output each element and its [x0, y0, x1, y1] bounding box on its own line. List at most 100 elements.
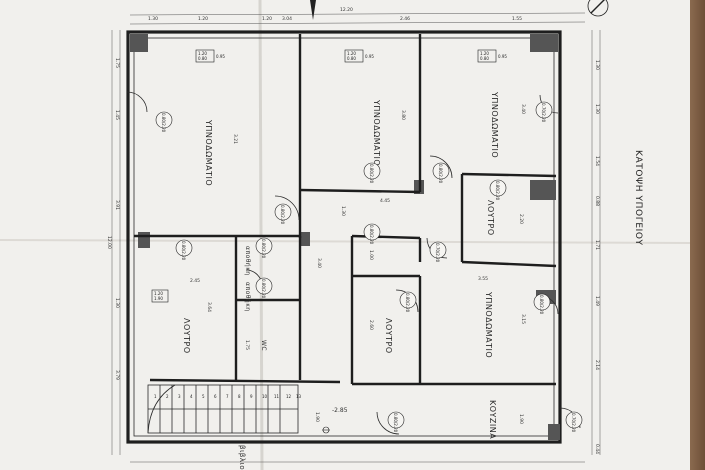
top-dimensions: 1.20 1.20 2.46 1.55 12.20 3.04 1.30: [148, 7, 522, 22]
level-mark: -2.85: [322, 407, 348, 434]
svg-text:0.80/2.20: 0.80/2.20: [539, 295, 544, 315]
svg-text:3.79: 3.79: [114, 370, 120, 380]
svg-text:3.15: 3.15: [520, 314, 526, 324]
window-tags: 1.20 0.80 0.95 1.20 0.80 0.95 1.20 0.80 …: [151, 49, 507, 303]
svg-text:1.20: 1.20: [262, 16, 272, 22]
svg-text:0.70/2.20: 0.70/2.20: [571, 413, 576, 433]
svg-text:1.90: 1.90: [518, 414, 524, 424]
svg-text:0.80/2.20: 0.80/2.20: [181, 241, 186, 261]
fold-line: [0, 239, 691, 244]
room-label: ΚΟΥΖΙΝΑ: [488, 400, 497, 439]
window-tag: 1.20 0.80 0.95: [344, 49, 374, 63]
svg-text:2: 2: [166, 394, 169, 399]
svg-text:1.90: 1.90: [154, 296, 163, 301]
svg-text:1.54: 1.54: [594, 156, 600, 166]
room-label: ΥΠΝΟΔΩΜΑΤΙΟ: [372, 99, 381, 166]
svg-text:0.95: 0.95: [216, 54, 225, 59]
door-tags: 0.80/2.20 0.80/2.20 0.80/2.20 0.80/2.20 …: [155, 101, 583, 433]
window-tag: 1.20 0.80 0.95: [477, 49, 507, 63]
svg-text:2.14: 2.14: [594, 360, 600, 370]
svg-text:0.80/2.20: 0.80/2.20: [405, 293, 410, 313]
svg-text:1.30: 1.30: [340, 206, 346, 216]
svg-text:3.40: 3.40: [316, 258, 322, 268]
right-dimensions: 1.30 1.30 1.54 0.88 1.71 1.49 2.14 0.44: [594, 60, 600, 454]
svg-text:1.45: 1.45: [114, 110, 120, 120]
svg-text:3.55: 3.55: [478, 276, 488, 282]
room-label: αποθήκη: [244, 246, 251, 276]
room-label: ΥΠΝΟΔΩΜΑΤΙΟ: [490, 91, 499, 158]
svg-text:1.20: 1.20: [198, 16, 208, 22]
room-label: WC: [260, 340, 267, 351]
svg-text:1.75: 1.75: [244, 340, 250, 350]
svg-text:9: 9: [250, 394, 253, 399]
interior-walls: [134, 34, 557, 386]
svg-text:1.20: 1.20: [480, 51, 489, 56]
svg-text:0.80: 0.80: [347, 56, 356, 61]
left-dimensions: 1.75 1.45 3.91 12.00 1.30 3.79: [106, 58, 120, 380]
svg-text:0.80/2.20: 0.80/2.20: [495, 181, 500, 201]
svg-text:0.70/2.20: 0.70/2.20: [541, 103, 546, 123]
svg-text:12.00: 12.00: [106, 236, 112, 249]
svg-text:2.45: 2.45: [190, 278, 200, 284]
svg-text:3.04: 3.04: [282, 16, 292, 22]
svg-text:11: 11: [274, 394, 280, 399]
svg-text:1.49: 1.49: [594, 296, 600, 306]
svg-text:12.20: 12.20: [340, 7, 353, 13]
svg-text:0.80/2.20: 0.80/2.20: [369, 225, 374, 245]
svg-text:1.90: 1.90: [314, 412, 320, 422]
table-edge: [690, 0, 705, 470]
svg-text:8: 8: [238, 394, 241, 399]
plan-title: ΚΑΤΟΨΗ ΥΠΟΓΕΙΟΥ: [633, 150, 643, 246]
svg-text:0.80/2.20: 0.80/2.20: [161, 113, 166, 133]
svg-text:0.44: 0.44: [594, 444, 600, 454]
svg-text:2.20: 2.20: [518, 214, 524, 224]
svg-text:0.80: 0.80: [480, 56, 489, 61]
svg-text:0.80/2.20: 0.80/2.20: [393, 413, 398, 433]
svg-text:1.55: 1.55: [512, 16, 522, 22]
svg-text:4.45: 4.45: [380, 198, 390, 204]
svg-text:1.30: 1.30: [594, 104, 600, 114]
svg-text:0.80/2.20: 0.80/2.20: [261, 239, 266, 259]
svg-text:7: 7: [226, 394, 229, 399]
svg-text:4: 4: [190, 394, 193, 399]
svg-text:0.95: 0.95: [498, 54, 507, 59]
svg-text:0.80/2.20: 0.80/2.20: [261, 279, 266, 299]
svg-text:3.64: 3.64: [206, 302, 212, 312]
window-tag: 1.20 1.90: [151, 289, 169, 303]
svg-text:3.21: 3.21: [232, 134, 238, 144]
room-label: βιβλιοθήκη: [238, 445, 246, 470]
svg-text:0.95: 0.95: [365, 54, 374, 59]
stair-numbers: 1 2 3 4 5 6 7 8 9 10 11 12 13: [154, 394, 302, 399]
room-label: ΛΟΥΤΡΟ: [486, 200, 495, 236]
room-labels: ΥΠΝΟΔΩΜΑΤΙΟ ΥΠΝΟΔΩΜΑΤΙΟ ΥΠΝΟΔΩΜΑΤΙΟ ΥΠΝΟ…: [182, 91, 499, 470]
svg-text:13: 13: [296, 394, 302, 399]
svg-text:2.46: 2.46: [400, 16, 410, 22]
svg-text:0.80/2.20: 0.80/2.20: [438, 164, 443, 184]
floor-plan-sheet: [0, 0, 690, 470]
svg-text:0.80: 0.80: [198, 56, 207, 61]
svg-text:0.70/2.20: 0.70/2.20: [435, 243, 440, 263]
svg-text:1.71: 1.71: [594, 240, 600, 250]
svg-text:3.40: 3.40: [520, 104, 526, 114]
room-label: ΛΟΥΤΡΟ: [182, 318, 191, 354]
svg-text:1.30: 1.30: [148, 16, 158, 22]
svg-text:1.20: 1.20: [198, 51, 207, 56]
svg-text:0.80/2.20: 0.80/2.20: [280, 205, 285, 225]
dimension-lines: [111, 12, 601, 463]
svg-text:1.30: 1.30: [594, 60, 600, 70]
room-label: ΛΟΥΤΡΟ: [384, 318, 393, 354]
svg-text:0.88: 0.88: [594, 196, 600, 206]
svg-text:2.60: 2.60: [368, 320, 374, 330]
svg-text:1.75: 1.75: [114, 58, 120, 68]
svg-text:1.30: 1.30: [114, 298, 120, 308]
svg-text:10: 10: [262, 394, 268, 399]
svg-text:5: 5: [202, 394, 205, 399]
svg-text:6: 6: [214, 394, 217, 399]
svg-text:3.80: 3.80: [400, 110, 406, 120]
svg-text:12: 12: [286, 394, 292, 399]
svg-text:0.80/2.20: 0.80/2.20: [369, 164, 374, 184]
staircase: [147, 384, 299, 434]
svg-text:3.91: 3.91: [114, 200, 120, 210]
svg-text:3: 3: [178, 394, 181, 399]
